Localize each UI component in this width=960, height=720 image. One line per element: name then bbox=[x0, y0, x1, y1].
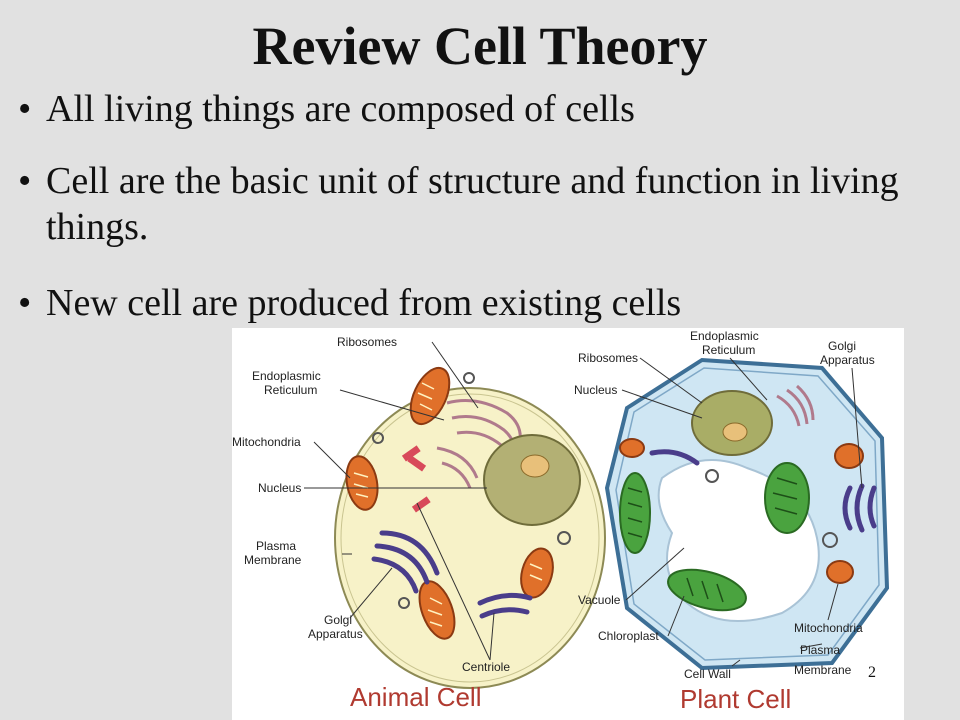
plant-golgi bbox=[649, 449, 877, 533]
plant-label-chloroplast: Chloroplast bbox=[598, 629, 659, 643]
bullet-marker: • bbox=[18, 160, 32, 202]
animal-mitochondria-cristae bbox=[353, 382, 543, 627]
bullet-text: All living things are composed of cells bbox=[46, 88, 635, 130]
plant-label-golgi-1: Golgi bbox=[828, 339, 856, 353]
bullet-text: Cell are the basic unit of structure and… bbox=[46, 160, 899, 248]
animal-label-nucleus: Nucleus bbox=[258, 481, 301, 495]
plant-chloroplasts bbox=[619, 462, 810, 612]
plant-mitochondria-group bbox=[619, 438, 864, 584]
animal-centrioles bbox=[401, 445, 431, 513]
animal-cell: Ribosomes Endoplasmic Reticulum Mitochon… bbox=[232, 335, 606, 712]
animal-label-golgi-1: Golgi bbox=[324, 613, 352, 627]
plant-label-nucleus: Nucleus bbox=[574, 383, 617, 397]
cell-diagram: Ribosomes Endoplasmic Reticulum Mitochon… bbox=[232, 328, 904, 720]
plant-plasma-membrane bbox=[615, 367, 880, 661]
plant-cell: Endoplasmic Reticulum Golgi Apparatus Ri… bbox=[574, 329, 890, 714]
animal-label-centriole: Centriole bbox=[462, 660, 510, 674]
plant-label-plasma-2: Membrane bbox=[794, 663, 852, 677]
plant-label-mitochondria: Mitochondria bbox=[794, 621, 863, 635]
animal-label-er-1: Endoplasmic bbox=[252, 369, 321, 383]
cell-diagram-svg: Ribosomes Endoplasmic Reticulum Mitochon… bbox=[232, 329, 890, 714]
plant-nucleolus bbox=[722, 422, 748, 442]
plant-vesicles bbox=[705, 469, 838, 548]
plant-label-cell-wall: Cell Wall bbox=[684, 667, 731, 681]
animal-nucleolus bbox=[520, 454, 550, 478]
plant-label-vacuole: Vacuole bbox=[578, 593, 621, 607]
animal-label-er-2: Reticulum bbox=[264, 383, 317, 397]
plant-label-er-1: Endoplasmic bbox=[690, 329, 759, 343]
plant-label-golgi-2: Apparatus bbox=[820, 353, 875, 367]
plant-label-er-2: Reticulum bbox=[702, 343, 755, 357]
bullet-marker: • bbox=[18, 88, 32, 130]
plant-label-ribosomes: Ribosomes bbox=[578, 351, 638, 365]
animal-label-plasma-1: Plasma bbox=[256, 539, 296, 553]
animal-label-mitochondria: Mitochondria bbox=[232, 435, 301, 449]
plant-thylakoids bbox=[627, 477, 798, 603]
animal-cell-caption: Animal Cell bbox=[350, 682, 482, 712]
animal-label-golgi-2: Apparatus bbox=[308, 627, 363, 641]
plant-cell-caption: Plant Cell bbox=[680, 684, 791, 714]
bullet-marker: • bbox=[18, 282, 32, 324]
animal-cell-inner-edge bbox=[340, 393, 600, 683]
slide-title: Review Cell Theory bbox=[252, 16, 708, 76]
page-number: 2 bbox=[868, 664, 876, 681]
animal-nucleus bbox=[483, 434, 581, 526]
plant-er bbox=[776, 384, 815, 427]
animal-vesicles bbox=[372, 372, 571, 609]
animal-golgi bbox=[371, 530, 533, 619]
plant-label-plasma-1: Plasma bbox=[800, 643, 840, 657]
animal-mitochondria-group bbox=[345, 366, 554, 640]
animal-label-plasma-2: Membrane bbox=[244, 553, 302, 567]
animal-label-ribosomes: Ribosomes bbox=[337, 335, 397, 349]
animal-leader-lines bbox=[304, 341, 495, 661]
plant-leader-lines bbox=[621, 357, 863, 667]
bullet-text: New cell are produced from existing cell… bbox=[46, 282, 682, 324]
